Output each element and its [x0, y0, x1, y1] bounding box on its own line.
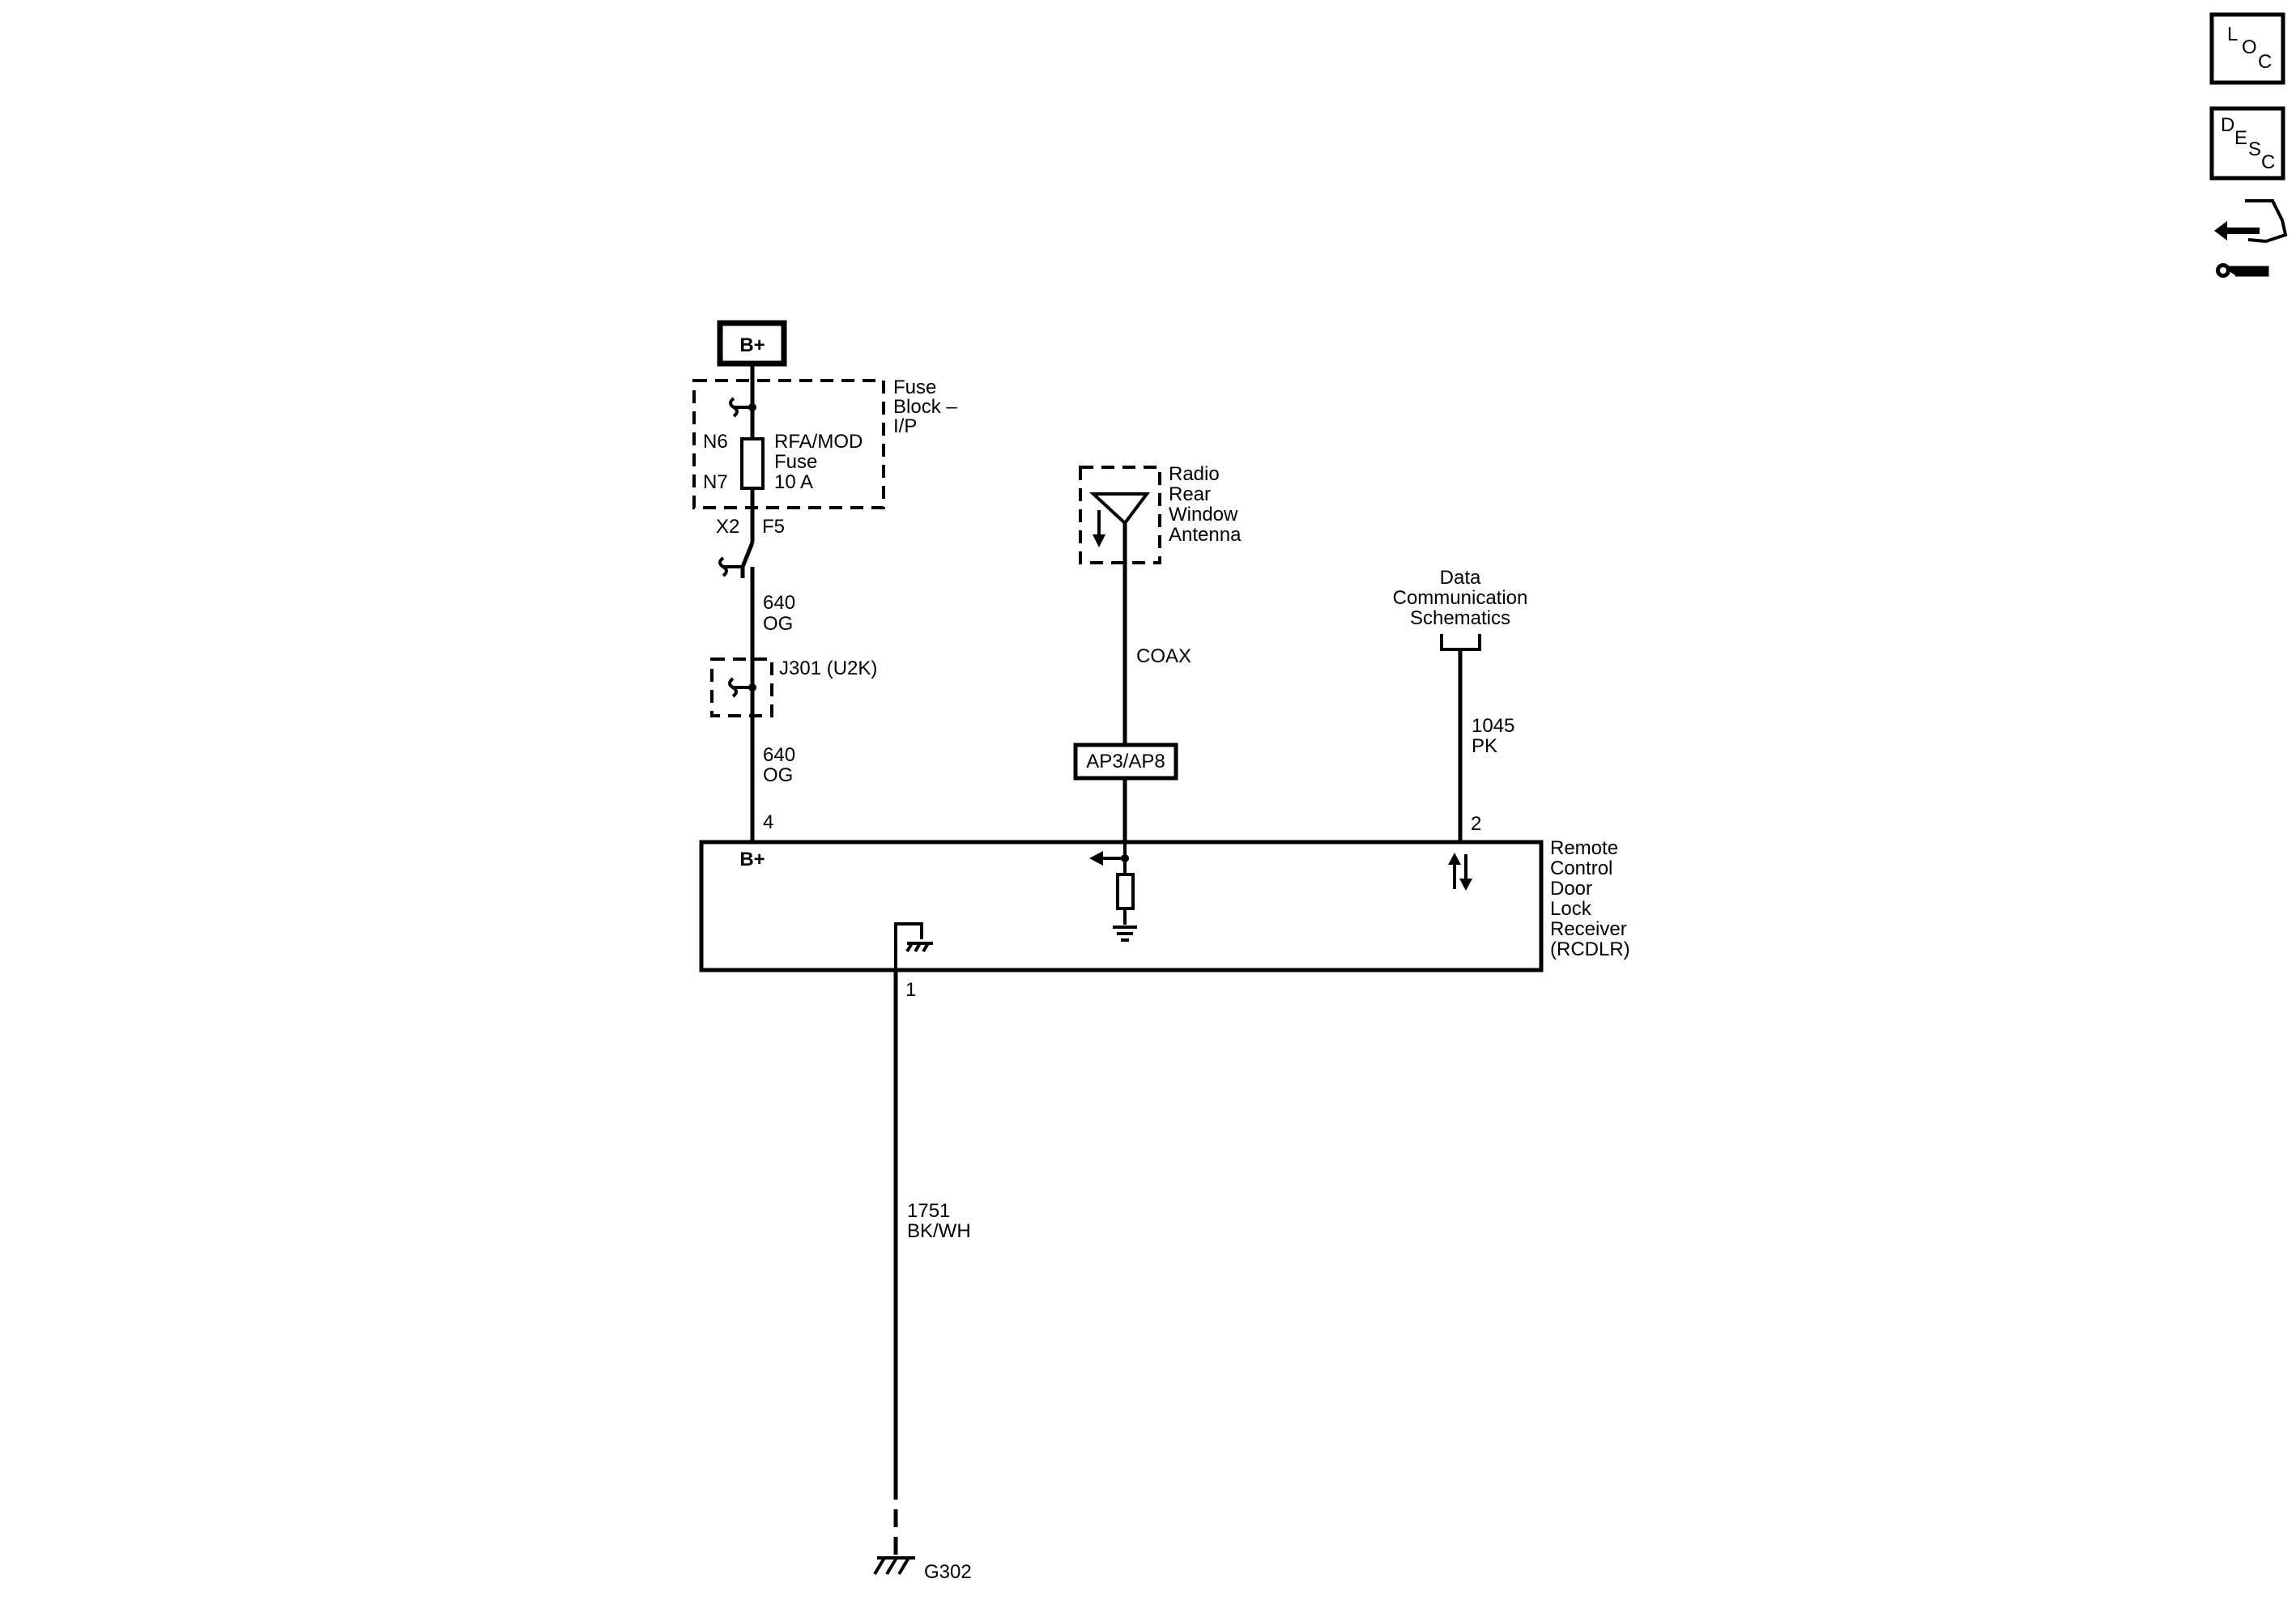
wire-640-lower-number: 640 — [763, 744, 795, 766]
rcdlr-name-4: Lock — [1550, 898, 1592, 920]
fuse-block-name-1: Fuse — [893, 377, 936, 398]
loc-letter-l: L — [2227, 23, 2238, 45]
rcdlr-b-plus-label: B+ — [739, 849, 765, 870]
connector-wrench-icon[interactable] — [2214, 199, 2288, 278]
connector-x2: X2 F5 — [716, 516, 785, 577]
rcdlr-pin-4: 4 — [763, 811, 773, 833]
fuse-type: Fuse — [774, 451, 817, 473]
desc-letter-s: S — [2248, 138, 2261, 160]
data-communication-schematics-ref: Data Communication Schematics — [1393, 567, 1528, 651]
ground-g302-label: G302 — [924, 1561, 972, 1583]
wire-640-upper-color: OG — [763, 613, 793, 635]
fuse-name: RFA/MOD — [774, 431, 863, 453]
desc-button[interactable]: D E S C — [2209, 106, 2285, 181]
data-comm-label-1: Data — [1440, 567, 1481, 589]
fuse-block-name-2: Block – — [893, 396, 957, 418]
connector-ap3-ap8-label: AP3/AP8 — [1086, 751, 1165, 772]
rcdlr-pin-2: 2 — [1471, 813, 1481, 835]
radio-rear-window-antenna: Radio Rear Window Antenna — [1079, 463, 1242, 564]
rcdlr-module: B+ Remote Control Door Lock Receiver (RC… — [699, 837, 1630, 980]
data-comm-label-2: Communication — [1393, 587, 1528, 609]
data-comm-label-3: Schematics — [1410, 607, 1510, 629]
splice-j301-label: J301 (U2K) — [779, 657, 877, 679]
rcdlr-name-3: Door — [1550, 878, 1592, 900]
fuse-block-ip: Fuse Block – I/P N6 N7 RFA/MOD Fuse 10 A — [692, 377, 957, 509]
rcdlr-name-5: Receiver — [1550, 918, 1627, 940]
coax-label: COAX — [1136, 645, 1191, 667]
antenna-label-3: Window — [1169, 504, 1238, 526]
loc-letter-o: O — [2242, 36, 2257, 58]
connector-x2-label: X2 — [716, 516, 739, 538]
rcdlr-name-1: Remote — [1550, 837, 1618, 859]
wire-1045-color: PK — [1472, 735, 1497, 757]
antenna-label-2: Rear — [1169, 483, 1211, 505]
wire-1045-number: 1045 — [1472, 715, 1514, 737]
loc-button[interactable]: L O C — [2209, 12, 2285, 85]
ground-g302: G302 — [873, 1556, 972, 1583]
battery-positive-source: B+ — [717, 320, 787, 367]
wire-640-upper-number: 640 — [763, 592, 795, 614]
fuse-pin-n7: N7 — [703, 471, 728, 493]
rfa-mod-fuse-symbol — [740, 437, 765, 490]
fuse-pin-n6: N6 — [703, 431, 728, 453]
loc-letter-c: C — [2258, 51, 2272, 73]
wire-1751-color: BK/WH — [907, 1220, 971, 1242]
fuse-rating: 10 A — [774, 471, 813, 493]
fuse-block-name-3: I/P — [893, 415, 917, 437]
antenna-label-1: Radio — [1169, 463, 1220, 485]
desc-letter-c: C — [2261, 151, 2275, 173]
splice-j301: J301 (U2K) — [710, 657, 877, 717]
connector-x2-pin: F5 — [762, 516, 785, 538]
b-plus-source-label: B+ — [739, 334, 765, 356]
rcdlr-name-2: Control — [1550, 857, 1612, 879]
antenna-label-4: Antenna — [1169, 524, 1242, 546]
wire-1751-number: 1751 — [907, 1200, 950, 1222]
wire-640-lower-color: OG — [763, 764, 793, 786]
rcdlr-name-6: (RCDLR) — [1550, 938, 1630, 960]
desc-letter-d: D — [2221, 114, 2234, 136]
connector-ap3-ap8: AP3/AP8 — [1073, 743, 1178, 781]
rcdlr-pin-1: 1 — [905, 979, 916, 1001]
desc-letter-e: E — [2234, 127, 2247, 149]
